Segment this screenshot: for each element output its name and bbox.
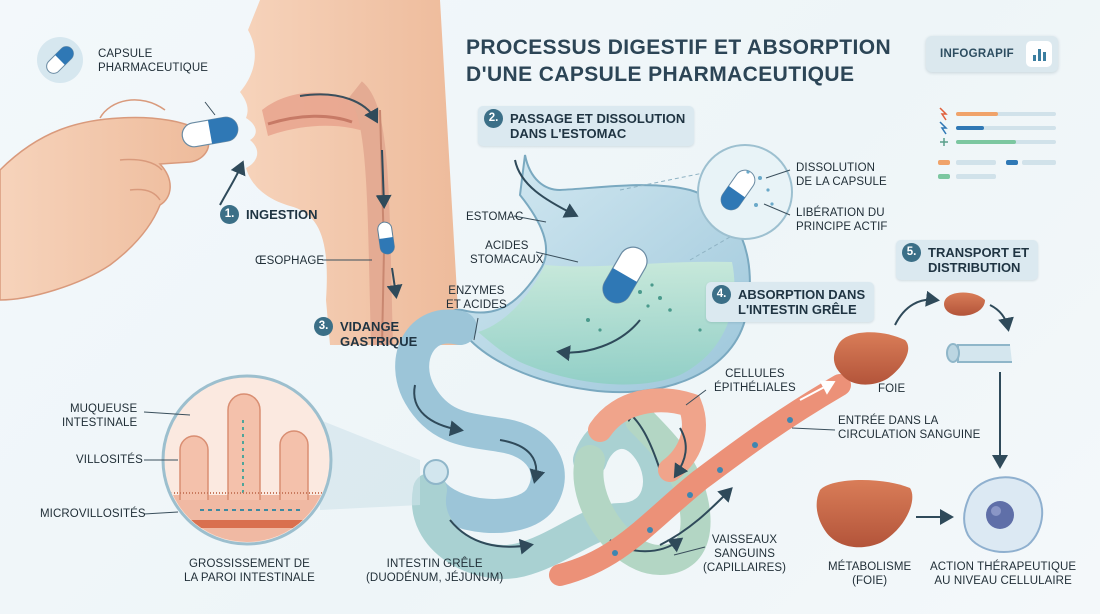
step-1-ingestion: 1. INGESTION [220,205,318,224]
label-foie: FOIE [878,383,906,395]
legend-decoration [938,107,1056,179]
step-3-label-line-1: VIDANGE [340,319,400,334]
capsule-icon [37,37,83,83]
label-muqueuse: MUQUEUSE INTESTINALE [62,403,138,429]
step-4-badge: 4. [712,285,731,304]
step-4-absorption: 4. ABSORPTION DANS L'INTESTIN GRÊLE [706,282,875,322]
title-line-2: D'UNE CAPSULE PHARMACEUTIQUE [466,63,855,86]
step-3-gastric-emptying: 3. VIDANGE GASTRIQUE [314,317,418,349]
step-4-label-line-2: L'INTESTIN GRÊLE [738,302,857,317]
step-1-badge: 1. [220,205,239,224]
villi-zoom-illustration [161,374,420,546]
step-1-label: INGESTION [246,207,318,222]
label-oesophage: ŒSOPHAGE [255,255,325,267]
label-metabolisme: MÉTABOLISME (FOIE) [828,561,912,587]
label-acides: ACIDES STOMACAUX [470,240,544,266]
stomach-illustration [444,154,751,394]
label-entree: ENTRÉE DANS LA CIRCULATION SANGUINE [838,415,981,441]
head-profile-illustration [240,0,460,346]
liver-illustration [816,290,1014,548]
blood-vessel-illustration [549,374,851,586]
step-4-label-line-1: ABSORPTION DANS [738,287,866,302]
step-5-badge: 5. [902,243,921,262]
step-2-badge: 2. [484,109,503,128]
label-dissolution: DISSOLUTION DE LA CAPSULE [796,162,887,188]
step-3-label-line-2: GASTRIQUE [340,334,418,349]
hand-illustration [0,99,246,301]
dissolution-zoom-illustration [697,144,793,240]
step-3-badge: 3. [314,317,333,336]
label-microvillosites: MICROVILLOSITÉS [40,508,146,520]
infographic-button[interactable]: INFOGRAPIF [926,36,1058,72]
infographic-button-label: INFOGRAPIF [940,48,1014,60]
step-5-label-line-1: TRANSPORT ET [928,245,1030,260]
label-grossissement: GROSSISSEMENT DE LA PAROI INTESTINALE [184,558,315,584]
step-5-transport: 5. TRANSPORT ET DISTRIBUTION [896,240,1039,280]
label-cellules: CELLULES ÉPITHÉLIALES [714,368,796,394]
label-action: ACTION THÉRAPEUTIQUE AU NIVEAU CELLULAIR… [930,561,1077,587]
step-2-label-line-2: DANS L'ESTOMAC [510,126,627,141]
step-5-label-line-2: DISTRIBUTION [928,260,1021,275]
label-leaders [143,101,836,556]
title-line-1: PROCESSUS DIGESTIF ET ABSORPTION [466,36,892,59]
target-cell-illustration [963,476,1044,553]
label-intestin: INTESTIN GRÊLE (DUODÉNUM, JÉJUNUM) [366,558,504,584]
label-villosites: VILLOSITÉS [76,454,143,466]
label-capsule: CAPSULE PHARMACEUTIQUE [98,48,209,74]
label-vaisseaux: VAISSEAUX SANGUINS (CAPILLAIRES) [703,534,787,574]
bar-chart-icon [1026,41,1052,67]
label-enzymes: ENZYMES ET ACIDES [446,285,507,311]
step-2-stomach: 2. PASSAGE ET DISSOLUTION DANS L'ESTOMAC [478,106,695,146]
label-liberation: LIBÉRATION DU PRINCIPE ACTIF [796,207,888,233]
infographic-title: PROCESSUS DIGESTIF ET ABSORPTION D'UNE C… [466,34,891,88]
step-2-label-line-1: PASSAGE ET DISSOLUTION [510,111,686,126]
label-estomac: ESTOMAC [466,211,524,223]
